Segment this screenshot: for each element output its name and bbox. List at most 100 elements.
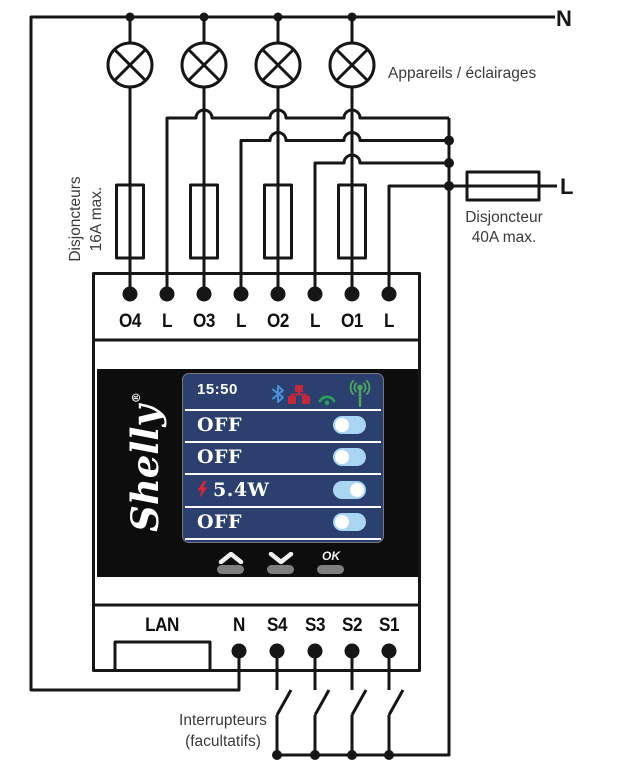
lamp-symbol-2 — [180, 17, 228, 294]
live-link-wire-3 — [313, 153, 449, 294]
screen-divider — [185, 441, 381, 443]
channel-4-status: OFF — [197, 511, 243, 533]
terminal-label-l: L — [161, 311, 172, 332]
junction-dot — [310, 750, 320, 760]
terminal-label-s2: S2 — [341, 615, 363, 636]
branch-breaker-symbol-1 — [115, 183, 145, 260]
terminal-label-s4: S4 — [266, 615, 288, 636]
branch-breakers-label-line1: Disjoncteurs — [67, 176, 84, 262]
toggle-knob — [335, 515, 349, 529]
device-screen: 15:50 — [183, 374, 383, 542]
branch-breakers-label: Disjoncteurs 16A max. — [65, 169, 109, 269]
terminal-dot-o2 — [270, 286, 286, 302]
terminal-label-n: N — [233, 615, 245, 636]
power-reading: 5.4W — [213, 478, 270, 501]
branch-breaker-symbol-2 — [189, 183, 219, 260]
terminal-dot-l4 — [381, 286, 397, 302]
channel-4-toggle[interactable] — [333, 513, 366, 531]
bluetooth-icon — [272, 385, 284, 403]
lamp-symbol-3 — [254, 17, 302, 294]
live-label: L — [560, 174, 574, 199]
main-breaker-label-line2: 40A max. — [471, 229, 537, 246]
switches-note-line2: (facultatifs) — [185, 733, 261, 750]
terminal-dot-s4 — [269, 643, 285, 659]
channel-row-4: OFF — [183, 506, 383, 538]
signal-icon — [349, 380, 371, 408]
terminal-dot-o4 — [122, 286, 138, 302]
screen-divider — [185, 473, 381, 475]
terminal-label-o2: O2 — [267, 311, 289, 332]
screen-divider — [185, 409, 381, 411]
junction-dot — [273, 12, 283, 22]
terminal-dot-s2 — [344, 643, 360, 659]
branch-breakers-label-line2: 16A max. — [88, 186, 105, 252]
switches-note-line1: Interrupteurs — [179, 712, 267, 729]
junction-dot — [125, 12, 135, 22]
channel-row-3: 5.4W — [183, 473, 383, 506]
terminal-label-s3: S3 — [304, 615, 326, 636]
ethernet-icon — [288, 385, 310, 404]
channel-1-toggle[interactable] — [333, 416, 366, 434]
screen-clock: 15:50 — [197, 381, 238, 398]
screen-header: 15:50 — [183, 374, 383, 409]
live-feed-wire — [277, 118, 451, 757]
terminal-label-o1: O1 — [341, 311, 363, 332]
neutral-label: N — [556, 6, 572, 31]
lan-port[interactable] — [113, 640, 212, 672]
registered-mark: ® — [130, 392, 143, 404]
status-icons — [272, 380, 371, 408]
terminal-dot-o1 — [344, 286, 360, 302]
channel-row-2: OFF — [183, 441, 383, 473]
lamp-symbol-1 — [106, 17, 154, 294]
toggle-knob — [350, 482, 364, 497]
screen-divider — [185, 506, 381, 508]
terminal-label-s1: S1 — [378, 615, 400, 636]
terminal-dot-s1 — [381, 643, 397, 659]
junction-dot — [384, 750, 394, 760]
terminal-label-o3: O3 — [193, 311, 215, 332]
lightning-icon — [197, 481, 208, 498]
channel-row-1: OFF — [183, 409, 383, 441]
wifi-icon — [318, 395, 336, 406]
up-button[interactable] — [217, 565, 244, 574]
junction-dot — [444, 181, 454, 191]
junction-dot — [444, 158, 454, 168]
down-button[interactable] — [267, 565, 294, 574]
terminal-label-l: L — [309, 311, 320, 332]
terminal-dot-s3 — [307, 643, 323, 659]
channel-3-toggle[interactable] — [333, 480, 366, 499]
branch-breaker-symbol-4 — [337, 183, 367, 260]
terminal-dot-l2 — [233, 286, 249, 302]
terminal-label-l: L — [383, 311, 394, 332]
switches-note: Interrupteurs (facultatifs) — [158, 710, 288, 752]
live-link-wire-1 — [165, 108, 449, 294]
junction-dot — [444, 135, 454, 146]
brand-name: Shelly — [123, 405, 167, 532]
junction-dot — [272, 750, 282, 760]
terminal-dot-n — [231, 643, 247, 659]
main-breaker-label-line1: Disjoncteur — [465, 209, 543, 226]
main-breaker-symbol — [465, 170, 541, 202]
terminal-dot-l3 — [307, 286, 323, 302]
screen-divider — [185, 538, 381, 540]
down-icon — [268, 552, 294, 564]
junction-dot — [347, 12, 357, 22]
up-icon — [218, 552, 244, 564]
terminal-dot-l1 — [159, 286, 175, 302]
live-link-wire-2 — [239, 131, 449, 294]
terminal-label-o4: O4 — [119, 311, 141, 332]
channel-2-status: OFF — [197, 446, 243, 468]
ok-button[interactable] — [317, 565, 344, 574]
toggle-knob — [335, 418, 349, 432]
live-link-wire-4 — [387, 184, 449, 294]
terminal-dot-o3 — [196, 286, 212, 302]
channel-2-toggle[interactable] — [333, 448, 366, 466]
terminal-label-l: L — [235, 311, 246, 332]
branch-breaker-symbol-3 — [263, 183, 293, 260]
channel-3-status: 5.4W — [197, 479, 269, 501]
shelly-logo: Shelly® — [117, 372, 167, 552]
junction-dot — [347, 750, 357, 760]
terminal-label-lan: LAN — [145, 615, 179, 636]
channel-1-status: OFF — [197, 414, 243, 436]
